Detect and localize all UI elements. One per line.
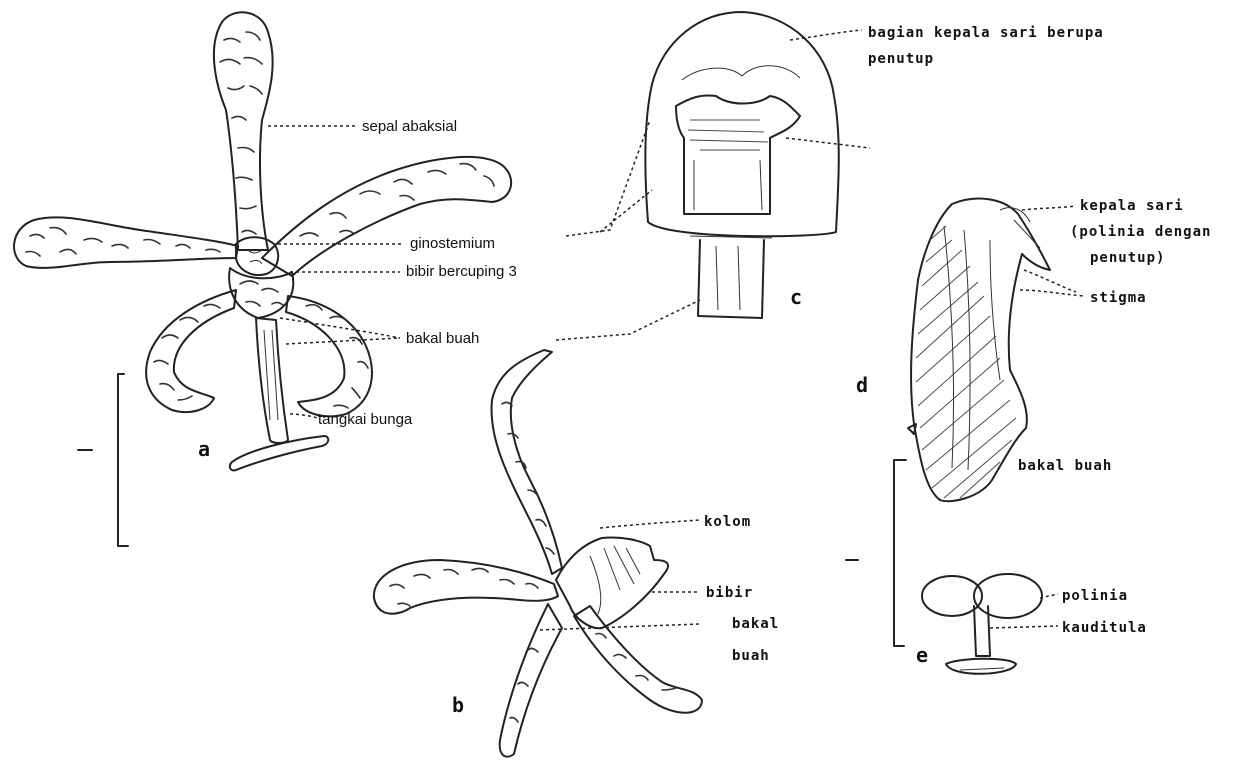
label-kepala-sari-3: penutup) [1090,250,1165,266]
label-bakal-b-1: bakal [732,616,779,632]
column-lip-b [556,537,668,628]
label-sepal-abaksial: sepal abaksial [362,118,457,135]
label-bakal-buah-d: bakal buah [1018,458,1112,474]
label-penutup: penutup [868,51,934,67]
sepal-lateral-right [286,296,372,416]
figure-letter-e: e [916,643,928,667]
figure-letter-a: a [198,437,210,461]
label-kauditula: kauditula [1062,620,1147,636]
pedicel-base-shape [230,436,328,470]
sepal-abaxial-shape [214,12,273,250]
figure-letter-c: c [790,285,802,309]
viscidium-shape [946,659,1016,674]
label-bakal-b-2: buah [732,648,770,664]
figure-d-column-section [908,199,1050,502]
figure-c-column-detail [645,12,838,318]
label-kepala-sari-2: (polinia dengan [1070,224,1211,240]
label-bibir-bercuping: bibir bercuping 3 [406,263,517,280]
ginostemium-shape [236,237,278,275]
caudicle-shape [974,606,990,656]
label-tangkai-bunga: tangkai bunga [318,411,413,428]
column-foot-shape [698,240,764,318]
sepal-dorsal-b [492,350,562,574]
label-ginostemium: ginostemium [410,235,495,252]
figure-e-pollinarium [846,460,1042,674]
figure-letter-d: d [856,373,868,397]
column-body-shape [676,95,800,214]
lateral-sepal-b-right [574,606,702,713]
petal-right [262,157,511,276]
label-polinia: polinia [1062,588,1128,604]
scale-bar-a [118,374,128,546]
label-kepala-sari-1: kepala sari [1080,198,1184,214]
lateral-sepal-b [500,604,562,757]
sepal-lateral-left [146,290,236,412]
label-bakal-buah-a: bakal buah [406,330,479,347]
figure-b-flower [374,350,702,757]
label-kolom: kolom [704,514,751,530]
label-bagian-kepala-sari: bagian kepala sari berupa [868,25,1104,41]
anther-cap-shape [645,12,838,236]
petal-left [14,217,238,268]
figure-letter-b: b [452,693,464,717]
label-stigma: stigma [1090,290,1147,306]
scale-bar-e [894,460,906,646]
label-bibir-b: bibir [706,585,753,601]
pollinium-right [974,574,1042,618]
